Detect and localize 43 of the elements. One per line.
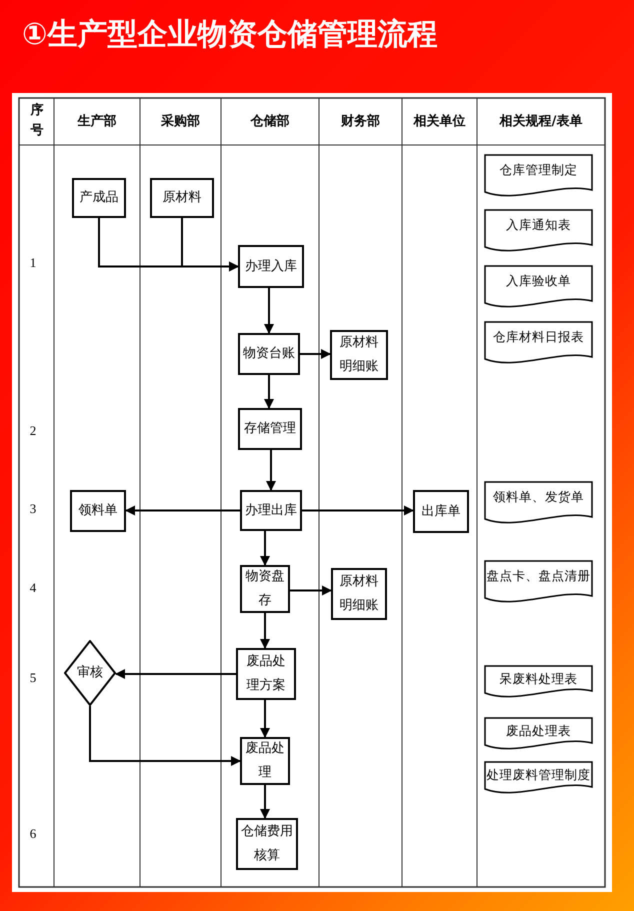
row-number: 3 [28, 501, 38, 517]
process-box: 出库单 [413, 490, 469, 533]
arrow [290, 586, 332, 596]
arrow [260, 531, 270, 566]
column-header: 财务部 [340, 112, 381, 130]
arrow [260, 613, 270, 649]
process-box: 废品处理方案 [236, 648, 296, 700]
column-header: 序号 [30, 102, 44, 140]
arrow [260, 700, 270, 738]
title: ①生产型企业物资仓储管理流程 [22, 16, 438, 54]
process-box: 原材料明细账 [330, 330, 388, 380]
arrow [264, 288, 274, 334]
arrow [300, 349, 331, 359]
process-box: 产成品 [72, 178, 126, 218]
arrow [302, 506, 414, 516]
process-box: 办理入库 [238, 245, 304, 288]
process-box: 物资台账 [238, 333, 300, 375]
decision-diamond: 审核 [64, 640, 116, 706]
process-box: 办理出库 [240, 490, 302, 531]
arrow [125, 506, 240, 516]
row-number: 5 [28, 670, 38, 686]
process-box: 存储管理 [238, 408, 302, 450]
column-header: 采购部 [160, 112, 201, 130]
arrow [181, 218, 239, 272]
row-number: 2 [28, 423, 38, 439]
arrow [115, 669, 236, 679]
process-box: 原材料明细账 [331, 568, 387, 620]
arrow [266, 450, 276, 491]
process-box: 原材料 [150, 178, 214, 218]
arrow [89, 706, 241, 766]
column-header: 相关规程/表单 [498, 112, 584, 130]
arrow [260, 785, 270, 819]
column-header: 生产部 [76, 112, 118, 130]
process-box: 物资盘存 [240, 565, 290, 613]
process-box: 仓储费用核算 [236, 818, 298, 870]
process-box: 领料单 [70, 490, 126, 532]
row-number: 6 [28, 826, 38, 842]
column-header: 相关单位 [412, 112, 466, 130]
row-number: 1 [28, 255, 38, 271]
row-number: 4 [28, 580, 38, 596]
arrow [264, 375, 274, 409]
process-box: 废品处理 [240, 737, 290, 785]
column-header: 仓储部 [249, 112, 290, 130]
